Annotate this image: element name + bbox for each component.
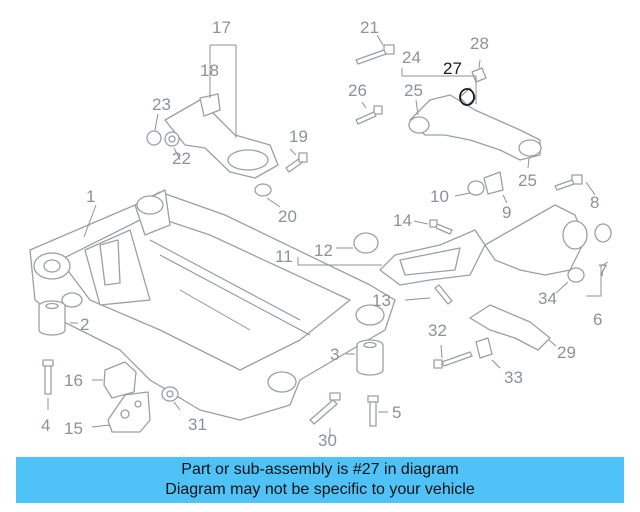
- callout-27: 27: [443, 59, 462, 78]
- leader-lines: [47, 34, 609, 438]
- callout-6: 6: [593, 310, 602, 329]
- bushing-part-18: [199, 93, 221, 117]
- knuckle: [484, 204, 588, 276]
- callout-10: 10: [430, 187, 449, 206]
- callout-22: 22: [172, 149, 191, 168]
- bushing-part-20: [254, 183, 272, 197]
- callout-26: 26: [348, 81, 367, 100]
- callout-30: 30: [318, 431, 337, 450]
- callout-4: 4: [41, 416, 50, 435]
- callout-2: 2: [80, 315, 89, 334]
- callout-12: 12: [314, 241, 333, 260]
- callout-24: 24: [402, 48, 421, 67]
- callout-25-lower: 25: [518, 171, 537, 190]
- bushing-part-31: [161, 386, 179, 402]
- bushing-part-10: [467, 180, 485, 196]
- bolt-part-4: [42, 359, 54, 395]
- callout-1: 1: [86, 187, 95, 206]
- callout-labels: 1 2 3 4 5 6 7 8 9 10 11 12 13 14 15 16 1…: [41, 18, 607, 450]
- upper-control-arm: [164, 99, 279, 179]
- info-banner: Part or sub-assembly is #27 in diagram D…: [16, 457, 624, 503]
- callout-25-upper: 25: [404, 81, 423, 100]
- subframe: [29, 189, 396, 421]
- mount-part-16: [103, 361, 137, 399]
- exploded-parts-diagram: 1 2 3 4 5 6 7 8 9 10 11 12 13 14 15 16 1…: [29, 18, 612, 450]
- bushing-part-7: [594, 223, 612, 243]
- callout-11: 11: [275, 247, 293, 266]
- callout-17: 17: [212, 18, 231, 37]
- part-27-highlight: [459, 88, 475, 106]
- bolt-part-30: [309, 392, 341, 425]
- bracket-part-9: [483, 171, 504, 195]
- callout-3: 3: [330, 345, 339, 364]
- callout-23: 23: [152, 95, 171, 114]
- callout-15: 15: [64, 419, 83, 438]
- bushing-part-2: [38, 300, 66, 336]
- washer-part-22: [164, 131, 180, 147]
- bracket-part-33: [475, 337, 493, 359]
- lower-control-arm-part-11: [379, 229, 486, 286]
- callout-29: 29: [557, 343, 576, 362]
- bushing-part-25-upper: [408, 116, 430, 134]
- callout-13: 13: [372, 291, 391, 310]
- bolt-part-26: [355, 105, 383, 125]
- bolt-part-13: [434, 284, 453, 305]
- nut-part-23: [146, 130, 162, 146]
- nut-part-28: [471, 67, 487, 83]
- callout-8: 8: [590, 193, 599, 212]
- callout-32: 32: [428, 321, 447, 340]
- bolt-part-8: [554, 174, 583, 191]
- bushing-part-12: [353, 232, 379, 254]
- callout-21: 21: [360, 18, 379, 37]
- bolt-part-19: [285, 152, 308, 173]
- bolt-part-5: [367, 395, 379, 427]
- bolt-part-32: [433, 351, 473, 369]
- bolt-part-21: [355, 44, 395, 65]
- callout-19: 19: [289, 127, 308, 146]
- bolt-part-14: [429, 219, 453, 235]
- callout-14: 14: [393, 211, 412, 230]
- banner-line-part: Part or sub-assembly is #27 in diagram: [181, 461, 459, 478]
- callout-20: 20: [278, 207, 297, 226]
- banner-line-disclaimer: Diagram may not be specific to your vehi…: [165, 481, 475, 498]
- callout-31: 31: [188, 415, 207, 434]
- toe-link-arm-part-24: [409, 94, 541, 161]
- bushing-part-34: [567, 267, 585, 283]
- bushing-part-3: [356, 339, 384, 376]
- callout-33: 33: [504, 368, 523, 387]
- callout-16: 16: [64, 371, 83, 390]
- callout-18: 18: [200, 61, 219, 80]
- callout-5: 5: [392, 403, 401, 422]
- bushing-part-25-lower: [518, 139, 542, 157]
- callout-34: 34: [538, 289, 557, 308]
- link-part-29: [469, 304, 551, 351]
- callout-9: 9: [502, 203, 511, 222]
- callout-28: 28: [470, 34, 489, 53]
- callout-7: 7: [598, 261, 607, 280]
